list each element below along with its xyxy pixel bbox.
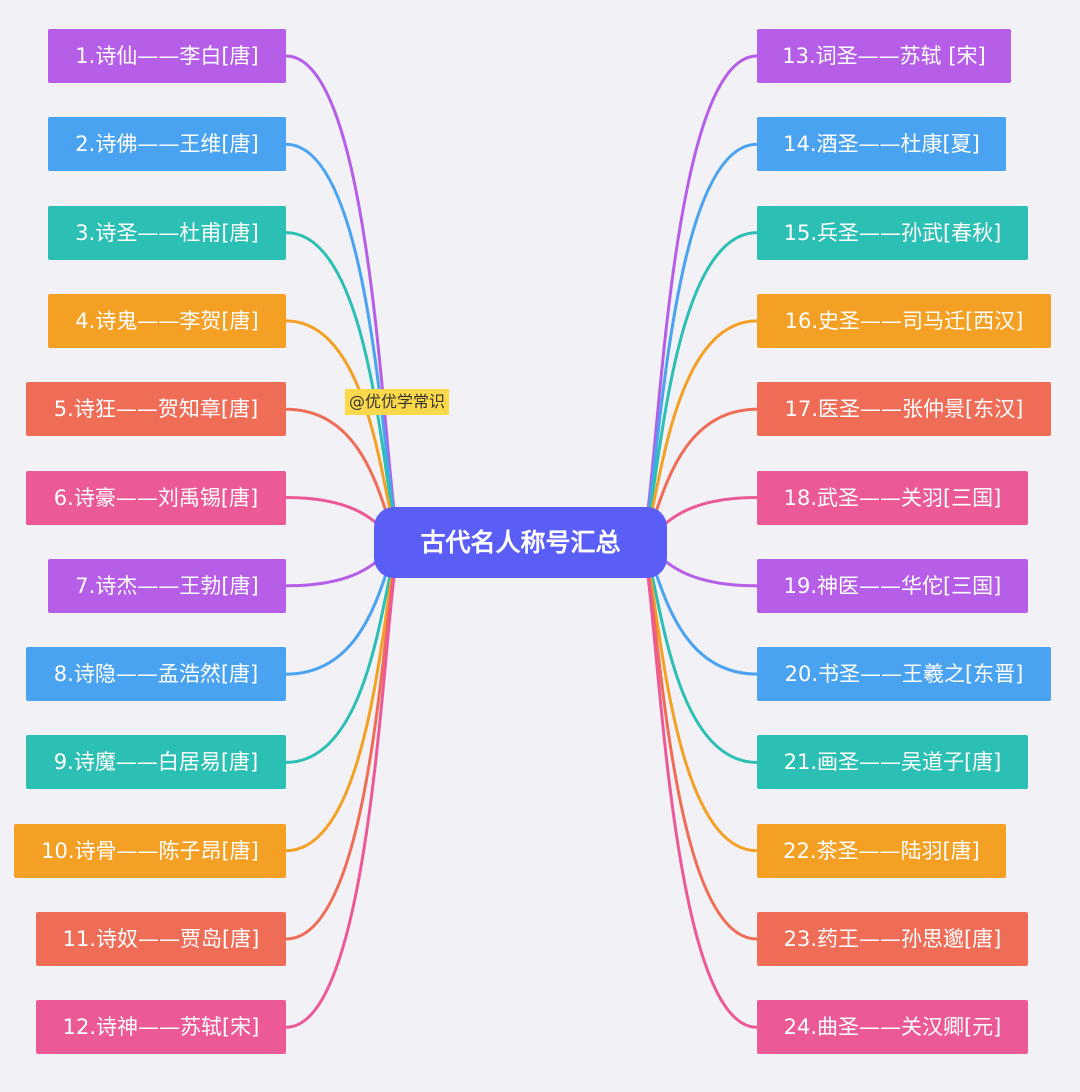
right-branch-node[interactable]: 18.武圣——关羽[三国] <box>757 470 1028 525</box>
right-branch-node[interactable]: 22.茶圣——陆羽[唐] <box>757 823 1006 878</box>
watermark-label: @优优学常识 <box>345 389 450 415</box>
left-branch-node[interactable]: 11.诗奴——贾岛[唐] <box>36 912 286 966</box>
right-branch-node[interactable]: 15.兵圣——孙武[春秋] <box>757 205 1028 260</box>
left-branch-node[interactable]: 5.诗狂——贺知章[唐] <box>26 382 286 437</box>
left-branch-node[interactable]: 9.诗魔——白居易[唐] <box>26 735 286 790</box>
right-branch-node[interactable]: 13.词圣——苏轼 [宋] <box>757 29 1011 83</box>
right-branch-node[interactable]: 23.药王——孙思邈[唐] <box>757 912 1028 966</box>
right-branch-node[interactable]: 21.画圣——吴道子[唐] <box>757 735 1028 790</box>
left-branch-node[interactable]: 12.诗神——苏轼[宋] <box>36 1000 286 1055</box>
left-branch-node[interactable]: 7.诗杰——王勃[唐] <box>48 558 286 613</box>
left-connector-line <box>284 541 404 853</box>
left-connector-line <box>284 231 404 545</box>
left-branch-node[interactable]: 6.诗豪——刘禹锡[唐] <box>26 470 286 525</box>
right-branch-node[interactable]: 16.史圣——司马迁[西汉] <box>757 293 1051 348</box>
right-branch-node[interactable]: 20.书圣——王羲之[东晋] <box>757 647 1051 702</box>
left-branch-node[interactable]: 8.诗隐——孟浩然[唐] <box>26 647 286 702</box>
center-topic[interactable]: 古代名人称号汇总 <box>374 507 667 578</box>
left-branch-node[interactable]: 1.诗仙——李白[唐] <box>48 29 286 83</box>
left-branch-node[interactable]: 3.诗圣——杜甫[唐] <box>48 205 286 260</box>
left-branch-node[interactable]: 10.诗骨——陈子昂[唐] <box>14 823 286 878</box>
right-branch-node[interactable]: 19.神医——华佗[三国] <box>757 558 1028 613</box>
left-branch-node[interactable]: 2.诗佛——王维[唐] <box>48 117 286 172</box>
right-connector-line <box>638 541 759 853</box>
right-branch-node[interactable]: 24.曲圣——关汉卿[元] <box>757 1000 1028 1055</box>
right-connector-line <box>638 231 759 545</box>
left-branch-node[interactable]: 4.诗鬼——李贺[唐] <box>48 293 286 348</box>
right-branch-node[interactable]: 14.酒圣——杜康[夏] <box>757 117 1006 172</box>
right-branch-node[interactable]: 17.医圣——张仲景[东汉] <box>757 382 1051 437</box>
